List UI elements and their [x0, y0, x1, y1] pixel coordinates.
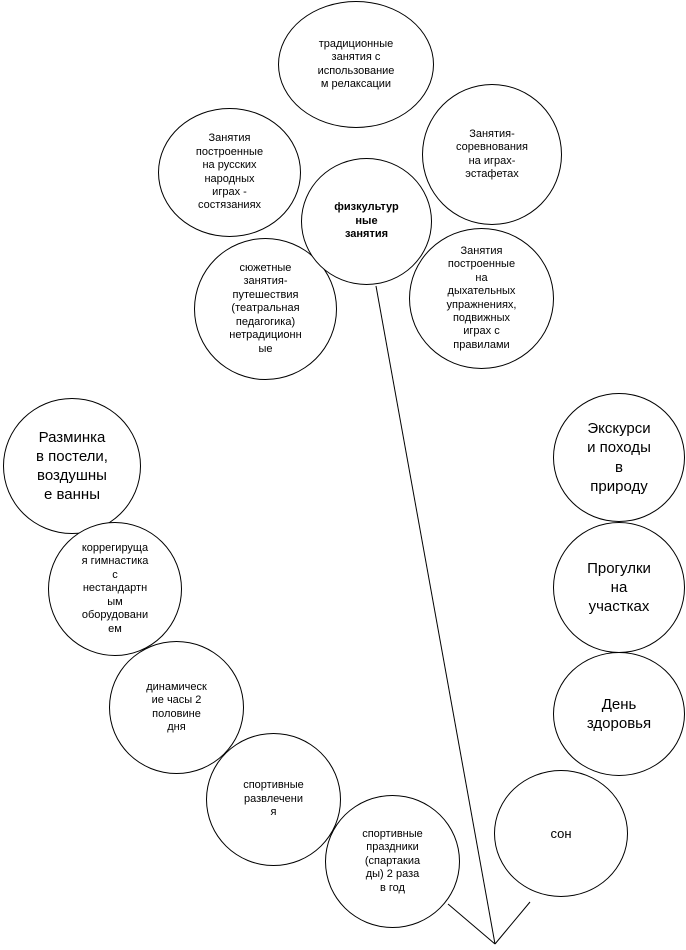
- node-corrective-gymnastics-label: коррегируща я гимнастика с нестандартн ы…: [81, 542, 149, 635]
- node-story-journeys: сюжетные занятия- путешествия (театральн…: [194, 238, 337, 380]
- node-sport-entertainment: спортивные развлечени я: [206, 733, 341, 866]
- node-corrective-gymnastics: коррегируща я гимнастика с нестандартн ы…: [48, 522, 182, 656]
- node-sport-entertainment-label: спортивные развлечени я: [243, 779, 304, 819]
- node-traditional-relaxation: традиционные занятия с использование м р…: [278, 1, 434, 128]
- node-story-journeys-label: сюжетные занятия- путешествия (театральн…: [229, 262, 302, 355]
- node-dynamic-hours-label: динамическ ие часы 2 половине дня: [146, 680, 207, 733]
- node-traditional-relaxation-label: традиционные занятия с использование м р…: [317, 37, 395, 90]
- node-excursions: Экскурси и походы в природу: [553, 393, 685, 522]
- node-sport-holidays: спортивные праздники (спартакиа ды) 2 ра…: [325, 795, 460, 928]
- node-physical-education-center: физкультур ные занятия: [301, 158, 432, 285]
- node-dynamic-hours: динамическ ие часы 2 половине дня: [109, 641, 244, 774]
- node-relay-competitions: Занятия- соревнования на играх- эстафета…: [422, 84, 562, 225]
- right-leaf-line: [494, 901, 531, 945]
- left-leaf-line: [447, 903, 496, 945]
- node-folk-games: Занятия построенные на русских народных …: [158, 108, 301, 237]
- node-physical-education-center-label: физкультур ные занятия: [334, 201, 399, 241]
- node-walks-label: Прогулки на участках: [587, 559, 651, 616]
- node-breathing-exercises-label: Занятия построенные на дыхательных упраж…: [446, 244, 517, 351]
- node-excursions-label: Экскурси и походы в природу: [587, 420, 651, 495]
- node-relay-competitions-label: Занятия- соревнования на играх- эстафета…: [455, 127, 529, 180]
- node-sleep: сон: [494, 770, 628, 897]
- main-stem-line: [375, 285, 496, 945]
- node-health-day: День здоровья: [553, 652, 685, 776]
- node-sleep-label: сон: [550, 825, 572, 841]
- node-walks: Прогулки на участках: [553, 522, 685, 653]
- node-breathing-exercises: Занятия построенные на дыхательных упраж…: [409, 228, 554, 369]
- node-bed-warmup-label: Разминка в постели, воздушны е ванны: [36, 428, 108, 504]
- node-health-day-label: День здоровья: [586, 695, 652, 732]
- node-folk-games-label: Занятия построенные на русских народных …: [195, 132, 264, 212]
- node-sport-holidays-label: спортивные праздники (спартакиа ды) 2 ра…: [362, 827, 423, 894]
- node-bed-warmup: Разминка в постели, воздушны е ванны: [3, 398, 141, 534]
